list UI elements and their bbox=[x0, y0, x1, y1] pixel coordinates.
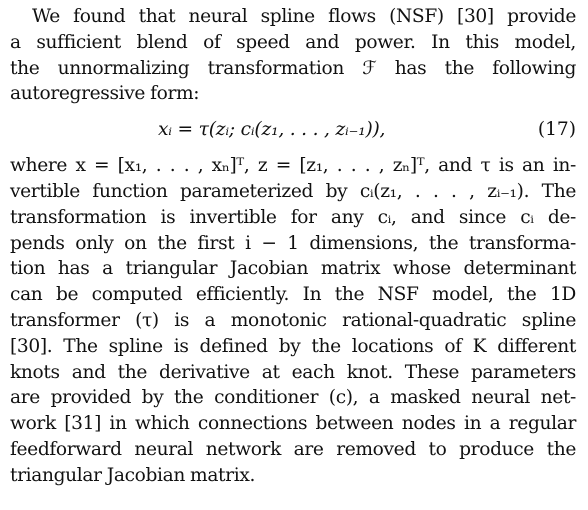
text-line: triangular Jacobian matrix. bbox=[10, 464, 256, 486]
text-line: [30]. The spline is defined by the locat… bbox=[10, 335, 576, 357]
text-line: transformation is invertible for any cᵢ,… bbox=[10, 206, 576, 228]
text-line: feedforward neural network are removed t… bbox=[10, 438, 576, 460]
text-line: transformer (τ) is a monotonic rational-… bbox=[10, 309, 576, 331]
body-paragraph: where x = [x₁, . . . , xₙ]ᵀ, z = [z₁, . … bbox=[10, 153, 576, 488]
text-line: knots and the derivative at each knot. T… bbox=[10, 361, 576, 383]
text-line: We found that neural spline flows (NSF) … bbox=[32, 6, 576, 27]
equation-number: (17) bbox=[537, 119, 576, 141]
text-line: are provided by the conditioner (c), a m… bbox=[10, 387, 576, 409]
text-line: work [31] in which connections between n… bbox=[10, 413, 576, 435]
text-line: pends only on the first i − 1 dimensions… bbox=[10, 232, 576, 254]
text-line: a sufficient blend of speed and power. I… bbox=[10, 31, 576, 53]
text-line: vertible function parameterized by cᵢ(z₁… bbox=[10, 180, 576, 202]
text-line: tion has a triangular Jacobian matrix wh… bbox=[10, 258, 576, 280]
text-line: can be computed efficiently. In the NSF … bbox=[10, 284, 576, 306]
text-line: where x = [x₁, . . . , xₙ]ᵀ, z = [z₁, . … bbox=[10, 155, 576, 177]
intro-paragraph: We found that neural spline flows (NSF) … bbox=[10, 4, 576, 107]
equation-17: xᵢ = τ(zᵢ; cᵢ(z₁, . . . , zᵢ₋₁)), bbox=[158, 119, 386, 141]
text-line: the unnormalizing transformation ℱ has t… bbox=[10, 57, 576, 79]
text-line: autoregressive form: bbox=[10, 83, 200, 105]
equation-block: xᵢ = τ(zᵢ; cᵢ(z₁, . . . , zᵢ₋₁)), (17) bbox=[10, 109, 576, 150]
